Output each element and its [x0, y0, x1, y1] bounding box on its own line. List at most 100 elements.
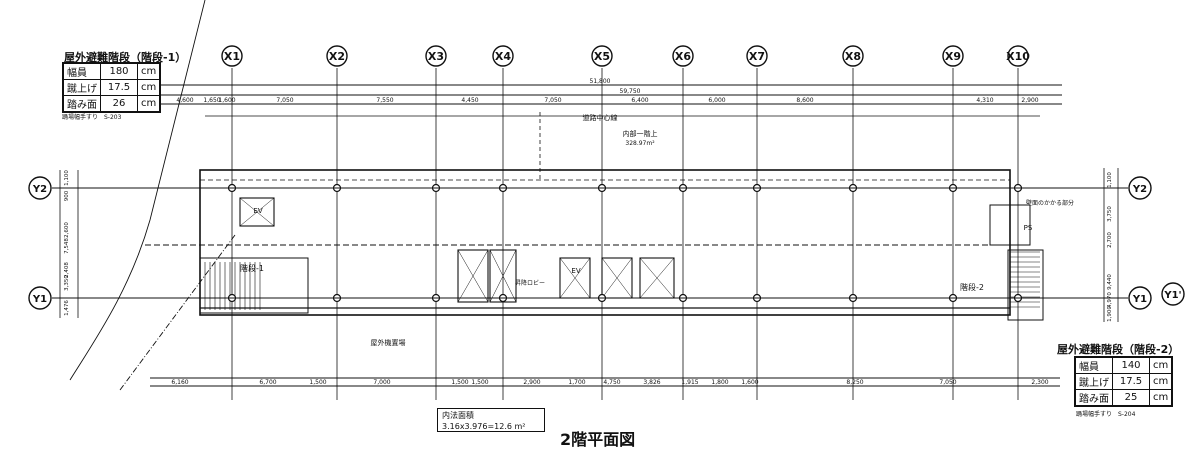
dim-left-6: 1,476 [64, 300, 70, 316]
site-boundary-dash [119, 234, 236, 391]
stair-2-treads [1010, 251, 1040, 308]
core-cross-b [559, 257, 591, 299]
stair2-unit-tread: cm [1148, 389, 1173, 406]
grid-bubble-left-1 [28, 286, 52, 310]
grid-label-x9: X9 [945, 50, 961, 63]
dim-top-span-6: 7,050 [544, 97, 561, 104]
dim-bottom-10: 1,915 [681, 379, 698, 386]
label-road-center: 道路中心線 [583, 113, 618, 122]
grid-label-left-1: Y1 [32, 294, 47, 305]
dim-top-overall-b: 59,750 [620, 88, 641, 95]
grid-label-left-0: Y2 [32, 184, 47, 195]
building-outline-lines [59, 0, 1119, 391]
stair2-value-tread: 25 [1112, 389, 1150, 406]
core-box-0 [239, 197, 275, 227]
stair1-label-width: 幅員 [63, 63, 101, 80]
dim-right-2: 2,700 [1107, 232, 1113, 248]
stair1-value-rise: 17.5 [100, 79, 138, 96]
stair2-label-rise: 蹴上げ [1075, 373, 1113, 390]
interior-area-box: 内法面積 3.16x3.976=12.6 m² [437, 408, 545, 432]
dim-bottom-0: 6,160 [171, 379, 188, 386]
grid-label-x5: X5 [594, 50, 610, 63]
label-stair-1: 階段-1 [240, 263, 264, 273]
grid-label-right-0: Y2 [1132, 184, 1147, 195]
stair1-unit-rise: cm [136, 79, 161, 96]
dim-bottom-3: 7,000 [373, 379, 390, 386]
dim-bottom-1: 6,700 [259, 379, 276, 386]
grid-bubble-x2 [326, 45, 348, 67]
dim-top-span-9: 8,600 [796, 97, 813, 104]
area-box-value: 3.16x3.976=12.6 m² [442, 422, 526, 431]
grid-label-x10: X10 [1006, 50, 1030, 63]
grid-bubble-x3 [425, 45, 447, 67]
stair1-unit-tread: cm [136, 95, 161, 112]
dim-left-0: 1,100 [64, 170, 70, 186]
dim-bottom-12: 1,600 [741, 379, 758, 386]
dim-bottom-14: 7,050 [939, 379, 956, 386]
dim-top-span-5: 4,450 [461, 97, 478, 104]
grid-label-right-1: Y1 [1132, 294, 1147, 305]
grid-bubble-left-0 [28, 176, 52, 200]
dim-top-span-11: 2,900 [1021, 97, 1038, 104]
dim-bottom-8: 4,750 [603, 379, 620, 386]
stair-2-box [1007, 249, 1044, 321]
grid-bubble-x1 [221, 45, 243, 67]
grid-label-x7: X7 [749, 50, 765, 63]
dim-top-span-4: 7,550 [376, 97, 393, 104]
dim-right-4: 4,970 [1107, 292, 1113, 308]
area-box-label: 内法面積 [442, 411, 474, 420]
dim-bottom-7: 1,700 [568, 379, 585, 386]
dim-right-5: 1,900 [1107, 306, 1113, 322]
dim-bottom-13: 8,250 [846, 379, 863, 386]
building-outer-wall [199, 169, 1011, 316]
grid-label-right-2: Y1' [1163, 290, 1181, 301]
grid-bubble-right-1 [1128, 286, 1152, 310]
grid-lines [28, 45, 1185, 400]
dim-bottom-11: 1,800 [711, 379, 728, 386]
stair1-value-width: 180 [100, 63, 138, 80]
label-elevator-lobby: 昇降ロビー [515, 279, 545, 287]
dim-bottom-15: 2,300 [1031, 379, 1048, 386]
grid-bubble-x8 [842, 45, 864, 67]
grid-bubble-right-2 [1161, 282, 1185, 306]
stair1-unit-width: cm [136, 63, 161, 80]
label-building-area: 内部一階上 [623, 129, 658, 138]
stair2-label-tread: 踏み面 [1075, 389, 1113, 406]
dim-bottom-9: 3,826 [643, 379, 660, 386]
dim-right-0: 1,100 [1107, 172, 1113, 188]
dim-top-overall-a: 51,800 [590, 78, 611, 85]
grid-label-x3: X3 [428, 50, 444, 63]
stair2-value-width: 140 [1112, 357, 1150, 374]
grid-label-x1: X1 [224, 50, 240, 63]
stair2-title: 屋外避難階段（階段-2） [1057, 343, 1180, 356]
dim-left-2: 2,600 [64, 222, 70, 238]
core-box-1 [457, 249, 489, 303]
stair1-note: 踊場幅手すり S-203 [62, 114, 122, 121]
dim-left-1: 900 [64, 190, 70, 201]
stair-1-treads [204, 262, 261, 310]
dim-left-5: 3,350 [64, 275, 70, 291]
grid-label-x2: X2 [329, 50, 345, 63]
stair2-value-rise: 17.5 [1112, 373, 1150, 390]
dim-right-3: 9,440 [1107, 274, 1113, 290]
stair2-note: 踊場幅手すり S-204 [1076, 411, 1136, 418]
label-outdoor-gate: 屋外機置場 [371, 338, 406, 347]
grid-bubble-x9 [942, 45, 964, 67]
label-wall-note: 壁面のかかる部分 [1026, 199, 1074, 207]
dim-top-span-7: 6,400 [631, 97, 648, 104]
core-cross-b [239, 197, 275, 227]
grid-bubble-x7 [746, 45, 768, 67]
dim-bottom-2: 1,500 [309, 379, 326, 386]
dim-bottom-5: 1,500 [471, 379, 488, 386]
stair2-unit-width: cm [1148, 357, 1173, 374]
grid-bubble-right-0 [1128, 176, 1152, 200]
dim-top-span-10: 4,310 [976, 97, 993, 104]
label-ev-1: EV [253, 207, 262, 215]
stair1-label-tread: 踏み面 [63, 95, 101, 112]
core-cross-b [457, 249, 489, 303]
ps-box-right [989, 204, 1031, 246]
